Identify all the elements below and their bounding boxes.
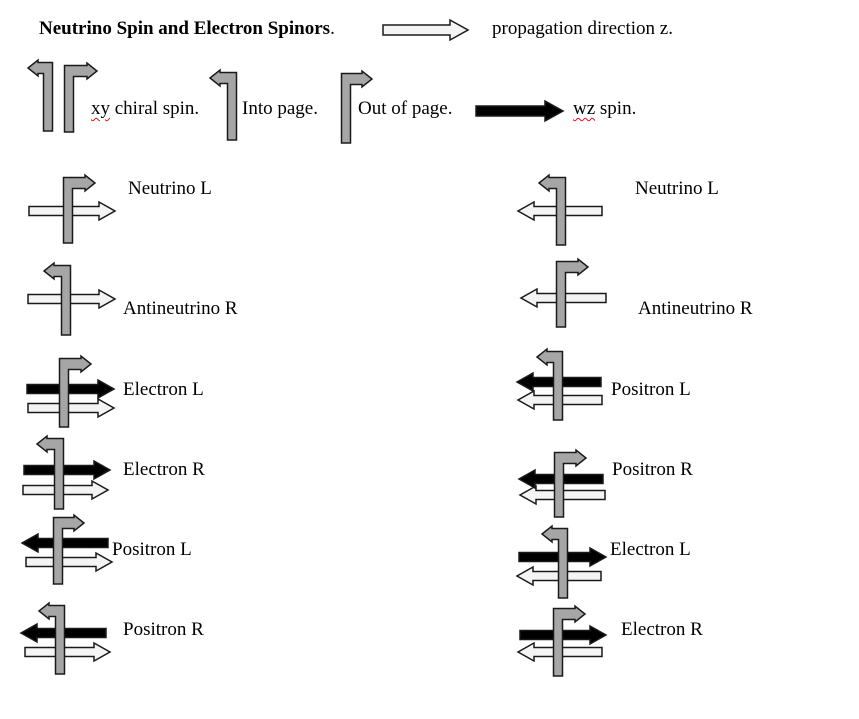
left-neutrino-l-spin-arrow: [62, 173, 97, 244]
left-positron-l-propagation-arrow: [25, 551, 114, 573]
legend-wz-label: wz spin.: [573, 98, 636, 120]
label-right-electron-l: Electron L: [610, 539, 691, 560]
right-positron-l-spin-arrow: [535, 347, 564, 421]
left-positron-l-wz-arrow: [20, 532, 109, 554]
left-antineutrino-r-propagation-arrow: [27, 288, 117, 310]
legend-into-page-label: Into page.: [242, 98, 318, 119]
label-left-positron-l: Positron L: [112, 539, 192, 560]
left-electron-r-propagation-arrow: [22, 479, 110, 501]
legend-xy-chiral-label: xy chiral spin.: [91, 98, 199, 120]
label-right-antineutrino-r: Antineutrino R: [638, 298, 753, 319]
left-electron-l-propagation-arrow: [27, 397, 116, 419]
legend-wz-suffix: spin.: [595, 98, 637, 119]
legend-xy-out-arrow: [63, 61, 99, 133]
left-positron-r-propagation-arrow: [24, 641, 112, 663]
left-electron-r-wz-arrow: [23, 459, 112, 481]
right-positron-r-spin-arrow: [553, 448, 588, 518]
label-right-neutrino-l: Neutrino L: [635, 178, 719, 199]
label-right-positron-r: Positron R: [612, 459, 693, 480]
label-left-positron-r: Positron R: [123, 619, 204, 640]
right-antineutrino-r-spin-arrow: [555, 257, 590, 328]
legend-propagation-arrow: [382, 18, 470, 42]
legend-out-of-page-arrow: [340, 69, 374, 144]
right-electron-r-spin-arrow: [552, 604, 587, 677]
left-positron-l-spin-arrow: [52, 513, 86, 585]
legend-out-of-page-label: Out of page.: [358, 98, 453, 119]
legend-xy-suffix: chiral spin.: [110, 98, 200, 119]
legend-propagation-label: propagation direction z.: [492, 18, 673, 39]
figure-title-bold: Neutrino Spin and Electron Spinors: [39, 18, 331, 39]
label-left-antineutrino-r: Antineutrino R: [123, 298, 238, 319]
left-positron-r-spin-arrow: [37, 601, 66, 675]
left-electron-r-spin-arrow: [35, 434, 65, 510]
label-right-electron-r: Electron R: [621, 619, 703, 640]
left-antineutrino-r-spin-arrow: [42, 261, 72, 336]
label-left-electron-r: Electron R: [123, 459, 205, 480]
legend-xy-word: xy: [91, 98, 110, 119]
figure-title-period: .: [330, 18, 335, 39]
legend-into-page-arrow: [208, 68, 238, 141]
figure-title: Neutrino Spin and Electron Spinors.: [39, 18, 335, 40]
right-neutrino-l-spin-arrow: [537, 173, 567, 246]
left-electron-l-spin-arrow: [58, 354, 93, 428]
label-left-electron-l: Electron L: [123, 379, 204, 400]
label-left-neutrino-l: Neutrino L: [128, 178, 212, 199]
legend-wz-word: wz: [573, 98, 596, 119]
left-electron-l-wz-arrow: [26, 378, 116, 400]
right-electron-l-spin-arrow: [540, 524, 569, 599]
legend-wz-arrow: [475, 99, 565, 123]
label-right-positron-l: Positron L: [611, 379, 691, 400]
legend-xy-into-arrow: [26, 58, 54, 132]
